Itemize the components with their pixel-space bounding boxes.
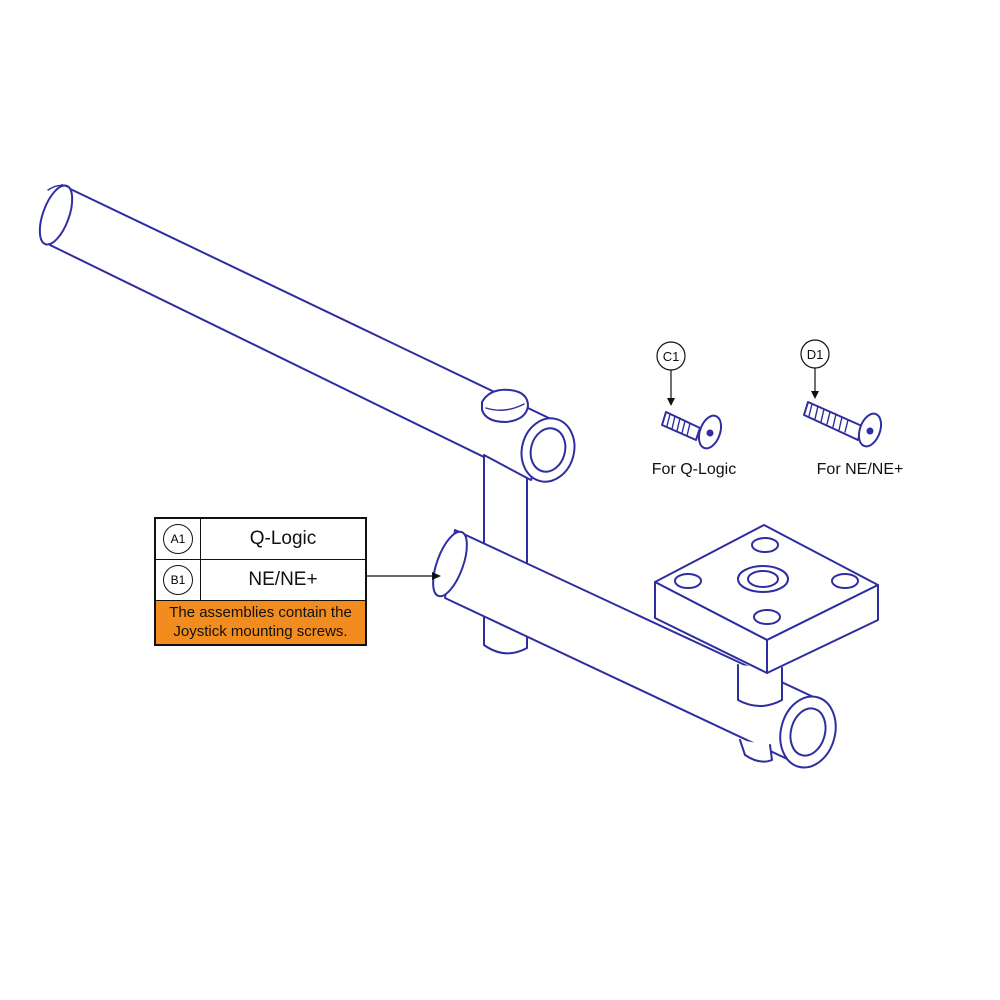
screw-d1 — [803, 401, 883, 448]
lower-tube-end — [779, 695, 837, 769]
screw-c1 — [661, 411, 723, 450]
legend-note-line2: Joystick mounting screws. — [173, 623, 348, 640]
legend-note: The assemblies contain the Joystick moun… — [156, 601, 365, 644]
upper-tube-end — [481, 388, 576, 483]
callout-d1-code: D1 — [807, 347, 824, 362]
callout-d1: D1 For NE/NE+ — [800, 339, 904, 478]
callout-c1: C1 For Q-Logic — [652, 341, 736, 478]
legend-code-a1: A1 — [163, 524, 193, 554]
callout-c1-caption: For Q-Logic — [652, 461, 736, 478]
callout-c1-code: C1 — [663, 349, 680, 364]
legend-row-a1: A1 Q-Logic — [156, 519, 365, 560]
mounting-block — [654, 524, 879, 674]
legend-code-b1: B1 — [163, 565, 193, 595]
legend-label-b1: NE/NE+ — [248, 569, 318, 590]
legend-label-a1: Q-Logic — [249, 528, 317, 549]
callout-d1-caption: For NE/NE+ — [817, 461, 904, 478]
upper-tube — [38, 184, 554, 481]
mount-stem — [737, 664, 783, 707]
legend-arrow — [367, 572, 441, 580]
legend-note-line1: The assemblies contain the — [169, 604, 352, 621]
assembly-legend-table: A1 Q-Logic B1 NE/NE+ The assemblies cont… — [154, 517, 367, 646]
legend-row-b1: B1 NE/NE+ — [156, 560, 365, 601]
